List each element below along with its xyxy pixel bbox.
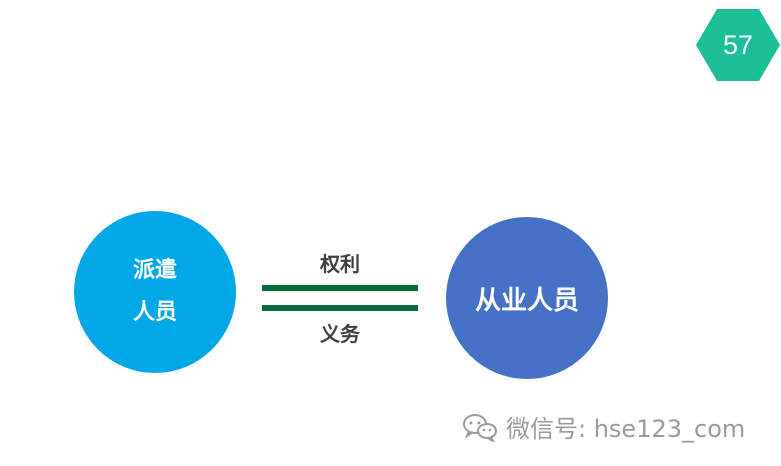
dispatched-staff-circle: 派遣 人员 (74, 211, 236, 373)
watermark: 微信号: hse123_com (462, 409, 745, 444)
equals-bar-top (262, 285, 418, 291)
wechat-icon (463, 413, 497, 442)
equals-bar-bottom (262, 305, 418, 311)
left-circle-line1: 派遣 (132, 258, 177, 283)
hexagon-shape (696, 9, 780, 81)
obligations-label: 义务 (320, 322, 360, 346)
rights-label: 权利 (320, 252, 360, 276)
left-circle-line2: 人员 (132, 300, 177, 325)
watermark-text: 微信号: hse123_com (506, 415, 746, 443)
right-circle-label: 从业人员 (474, 285, 579, 316)
page-number: 57 (722, 29, 754, 60)
page-number-badge: 57 (696, 9, 780, 81)
employees-circle: 从业人员 (446, 217, 608, 379)
